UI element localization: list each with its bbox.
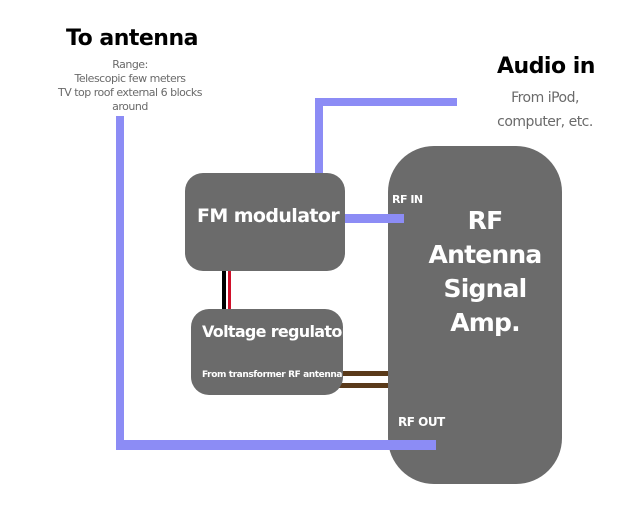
voltage-regulator-block — [191, 309, 343, 395]
amp-line: Antenna — [428, 240, 543, 269]
antenna-wire-horizontal — [116, 440, 436, 450]
rf-in-wire-end — [388, 214, 404, 223]
audio-wire-horizontal — [315, 98, 457, 106]
audio-line: From iPod, — [511, 90, 579, 106]
power-wire-red — [228, 270, 231, 312]
fm-modulator-block — [185, 173, 345, 271]
audio-line: computer, etc. — [497, 114, 593, 130]
antenna-title: To antenna — [66, 26, 198, 51]
rf-amplifier-label: RF Antenna Signal Amp. — [420, 204, 550, 340]
amp-line: Amp. — [450, 308, 520, 337]
antenna-line: Range: — [112, 58, 148, 71]
rf-in-wire — [336, 214, 404, 223]
antenna-line: TV top roof external 6 blocks around — [57, 86, 203, 113]
power-wire-brown — [336, 383, 392, 388]
audio-title: Audio in — [497, 54, 595, 79]
rf-out-wire-end — [388, 440, 436, 450]
antenna-range-text: Range: Telescopic few meters TV top roof… — [40, 58, 220, 114]
rf-in-port-label: RF IN — [392, 193, 423, 206]
voltage-regulator-sublabel: From transformer RF antenna — [202, 370, 343, 380]
antenna-line: Telescopic few meters — [74, 72, 186, 85]
rf-amplifier-block — [388, 146, 562, 484]
power-wire-black — [222, 270, 226, 312]
audio-wire-vertical — [315, 98, 323, 178]
amp-line: RF — [467, 206, 504, 235]
antenna-wire-vertical — [116, 116, 124, 450]
rf-out-port-label: RF OUT — [398, 415, 445, 429]
amp-line: Signal — [443, 274, 528, 303]
power-wire-brown — [336, 371, 392, 376]
fm-modulator-label: FM modulator — [197, 205, 340, 227]
voltage-regulator-label: Voltage regulator — [202, 322, 350, 341]
audio-source-text: From iPod, computer, etc. — [480, 86, 610, 134]
